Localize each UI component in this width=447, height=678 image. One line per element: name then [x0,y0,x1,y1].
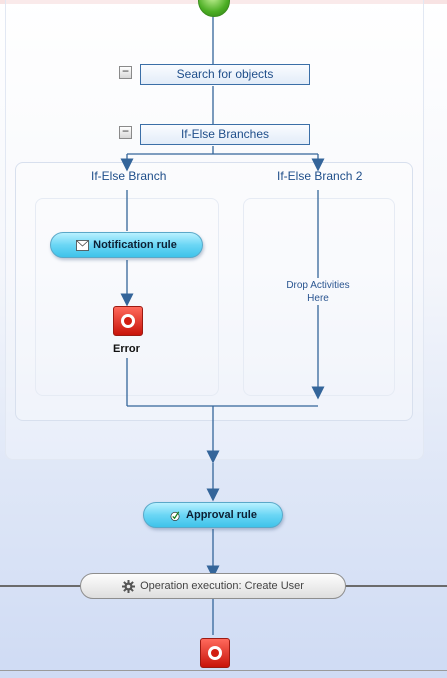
notification-rule-label: Notification rule [93,239,177,251]
error-label: Error [113,343,140,355]
branch2-label[interactable]: If-Else Branch 2 [277,169,363,183]
notification-rule-activity[interactable]: Notification rule [50,232,203,258]
drop-hint-line2: Here [307,293,329,304]
operation-execution-marker[interactable]: Operation execution: Create User [80,573,346,599]
gear-icon [122,579,136,593]
branch1-label[interactable]: If-Else Branch [91,169,167,183]
end-stop-icon[interactable] [200,638,230,668]
collapse-search-button[interactable]: − [119,65,132,79]
drop-activities-hint[interactable]: Drop Activities Here [268,279,368,305]
approval-check-icon [170,510,180,521]
approval-rule-label: Approval rule [186,509,257,521]
operation-label: Operation execution: Create User [140,580,304,592]
search-for-objects-activity[interactable]: Search for objects [140,64,310,85]
drop-hint-line1: Drop Activities [286,280,350,291]
envelope-icon [76,239,90,251]
collapse-ifelse-button[interactable]: − [119,125,132,139]
bottom-divider [0,670,447,671]
ifelse-branches-activity[interactable]: If-Else Branches [140,124,310,145]
approval-rule-activity[interactable]: Approval rule [143,502,283,528]
error-stop-icon[interactable] [113,306,143,336]
